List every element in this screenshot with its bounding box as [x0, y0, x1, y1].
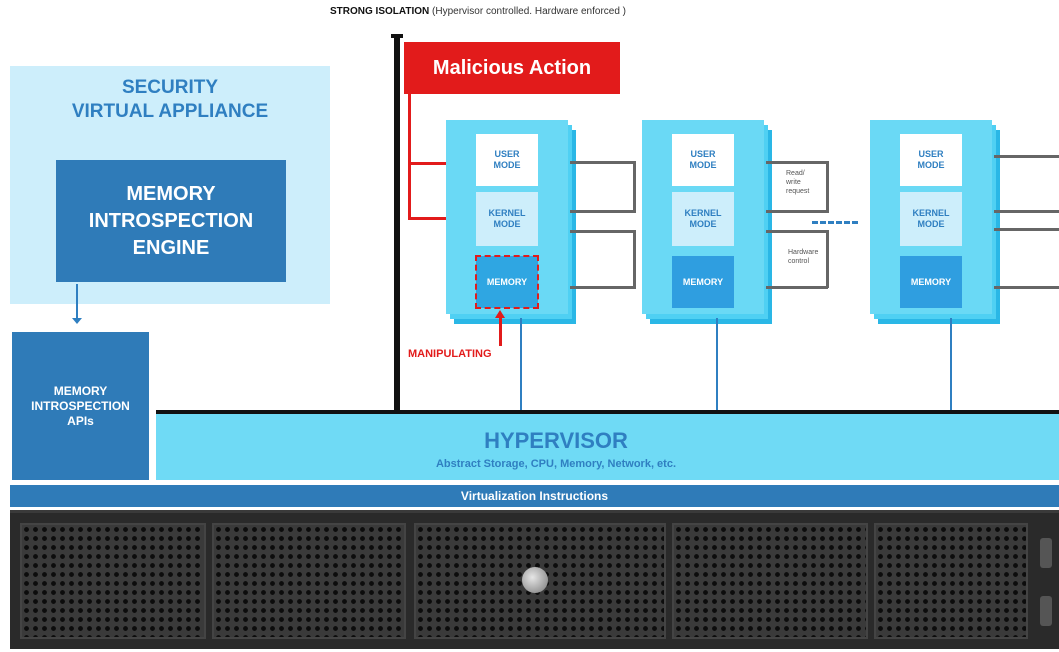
malicious-arrow-line — [408, 94, 411, 220]
title-line: VIRTUAL APPLIANCE — [71, 101, 269, 122]
malicious-action-box: Malicious Action — [404, 42, 620, 94]
loop-line — [766, 161, 828, 164]
user-mode-box: USER MODE — [672, 134, 734, 186]
mode-text: KERNEL — [684, 208, 722, 218]
mode-text: MODE — [689, 219, 717, 229]
loop-line — [826, 161, 829, 213]
mode-text: USER — [918, 149, 944, 159]
kernel-mode-box: KERNEL MODE — [672, 192, 734, 246]
kernel-mode-box: KERNEL MODE — [900, 192, 962, 246]
isolation-bar — [394, 38, 400, 412]
vm-hypervisor-connector — [520, 318, 522, 414]
title-line: SECURITY — [121, 77, 219, 98]
mode-text: USER — [494, 149, 520, 159]
server-grille — [212, 523, 406, 639]
user-mode-box: USER MODE — [900, 134, 962, 186]
read-write-request-note: Read/ write request — [786, 169, 826, 196]
note-text: request — [786, 188, 810, 195]
hypervisor-title: HYPERVISOR — [484, 428, 628, 453]
hypervisor-layer — [156, 414, 1059, 480]
api-line: INTROSPECTION — [31, 398, 130, 413]
user-mode-box: USER MODE — [476, 134, 538, 186]
note-text: write — [786, 179, 801, 186]
mode-text: KERNEL — [912, 208, 950, 218]
arrow-down-icon — [72, 318, 82, 324]
loop-line — [570, 286, 636, 289]
engine-line: INTROSPECTION — [88, 209, 254, 232]
server-grille — [20, 523, 206, 639]
loop-line — [570, 230, 636, 233]
engine-line: ENGINE — [132, 236, 210, 259]
server-grille — [672, 523, 868, 639]
note-text: Read/ — [786, 170, 805, 177]
virtualization-instructions-bar: Virtualization Instructions — [10, 485, 1059, 507]
drive-bay-icon — [1040, 538, 1052, 568]
api-line: MEMORY — [53, 383, 108, 398]
virtual-machine-1: USER MODE KERNEL MODE MEMORY — [446, 120, 576, 324]
power-button-icon — [522, 567, 548, 593]
engine-api-connector — [76, 284, 78, 318]
hypervisor-subtitle: Abstract Storage, CPU, Memory, Network, … — [435, 458, 677, 470]
memory-box: MEMORY — [475, 255, 539, 309]
loop-line — [826, 230, 829, 288]
hardware-control-note: Hardware control — [788, 248, 828, 266]
strong-isolation-label: STRONG ISOLATION (Hypervisor controlled.… — [330, 6, 626, 17]
mode-text: USER — [690, 149, 716, 159]
loop-line — [633, 161, 636, 213]
virtual-machine-2: USER MODE KERNEL MODE MEMORY — [642, 120, 772, 324]
note-text: control — [788, 258, 810, 265]
malicious-arrow-kernel — [408, 217, 468, 220]
mode-text: MODE — [917, 160, 945, 170]
memory-introspection-engine: MEMORY INTROSPECTION ENGINE — [56, 160, 286, 282]
loop-line — [994, 210, 1059, 213]
engine-line: MEMORY — [126, 182, 216, 205]
strong-isolation-title: STRONG ISOLATION — [330, 6, 430, 17]
note-text: Hardware — [788, 249, 819, 256]
malicious-arrow-user — [408, 162, 468, 165]
memory-box: MEMORY — [900, 256, 962, 308]
isolation-bar-cap — [391, 34, 403, 38]
server-grille — [874, 523, 1028, 639]
vm-hypervisor-connector — [716, 318, 718, 414]
ellipsis-connector — [812, 221, 858, 224]
loop-line — [766, 230, 828, 233]
mode-text: KERNEL — [488, 208, 526, 218]
mode-text: MODE — [917, 219, 945, 229]
arrow-up-icon — [495, 310, 505, 318]
loop-line — [994, 228, 1059, 231]
security-appliance-title: SECURITY VIRTUAL APPLIANCE — [10, 76, 330, 124]
drive-bay-icon — [1040, 596, 1052, 626]
loop-line — [766, 210, 828, 213]
loop-line — [633, 230, 636, 288]
kernel-mode-box: KERNEL MODE — [476, 192, 538, 246]
loop-line — [570, 210, 636, 213]
memory-box: MEMORY — [672, 256, 734, 308]
manipulating-label: MANIPULATING — [408, 348, 492, 360]
memory-introspection-apis: MEMORY INTROSPECTION APIs — [12, 332, 149, 480]
loop-line — [994, 155, 1059, 158]
loop-line — [994, 286, 1059, 289]
vm-hypervisor-connector — [950, 318, 952, 414]
mode-text: MODE — [493, 219, 521, 229]
api-line: APIs — [67, 413, 94, 428]
virtual-machine-3: USER MODE KERNEL MODE MEMORY — [870, 120, 1000, 324]
loop-line — [570, 161, 636, 164]
loop-line — [766, 286, 828, 289]
manipulating-arrow — [499, 318, 502, 346]
mode-text: MODE — [689, 160, 717, 170]
strong-isolation-note: (Hypervisor controlled. Hardware enforce… — [432, 6, 627, 17]
hypervisor-top-border — [156, 410, 1059, 414]
mode-text: MODE — [493, 160, 521, 170]
